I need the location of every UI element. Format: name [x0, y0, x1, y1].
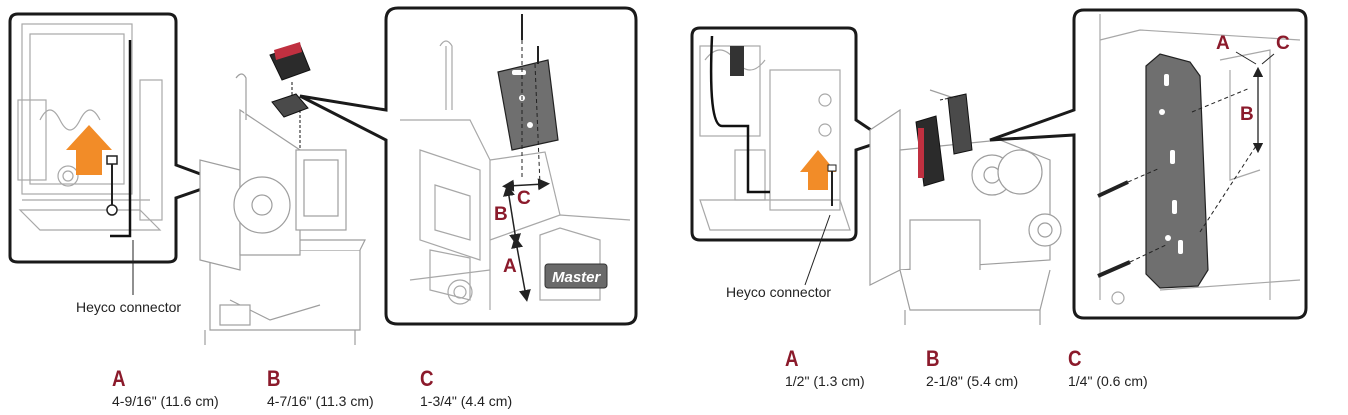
right-dim-a-letter: A: [785, 346, 799, 371]
right-dim-a-value: 1/2" (1.3 cm): [785, 373, 865, 389]
right-detail-callout: [989, 8, 1308, 320]
left-detail-callout: Master: [299, 6, 638, 326]
left-dim-c-letter: C: [420, 366, 434, 391]
left-dim-b-letter: B: [267, 366, 281, 391]
left-dim-c-value: 1-3/4" (4.4 cm): [420, 393, 513, 409]
left-detail-label-a: A: [503, 256, 517, 277]
left-dim-b-value: 4-7/16" (11.3 cm): [267, 393, 374, 409]
right-heyco-connector-label: Heyco connector: [726, 284, 832, 300]
left-heyco-connector-label: Heyco connector: [76, 299, 182, 315]
right-dim-b-value: 2-1/8" (5.4 cm): [926, 373, 1019, 389]
orange-up-arrow: [66, 125, 112, 175]
right-inset-callout: [690, 26, 890, 242]
logo-text: Master: [552, 269, 602, 286]
right-detail-label-c: C: [1276, 33, 1290, 54]
left-dim-a-letter: A: [112, 366, 126, 391]
right-detail-label-b: B: [1240, 104, 1254, 125]
right-sensor-exploded: [915, 93, 973, 187]
left-detail-label-b: B: [494, 204, 508, 225]
left-dim-a-value: 4-9/16" (11.6 cm): [112, 393, 219, 409]
left-inset-callout: [8, 12, 227, 264]
orange-up-arrow: [800, 150, 836, 190]
right-dim-b-letter: B: [926, 346, 940, 371]
left-sensor-exploded: [269, 42, 311, 150]
right-dim-c-letter: C: [1068, 346, 1082, 371]
right-detail-label-a: A: [1216, 33, 1230, 54]
right-dim-c-value: 1/4" (0.6 cm): [1068, 373, 1148, 389]
left-machine-drawing: [199, 73, 366, 345]
left-detail-label-c: C: [517, 188, 531, 209]
